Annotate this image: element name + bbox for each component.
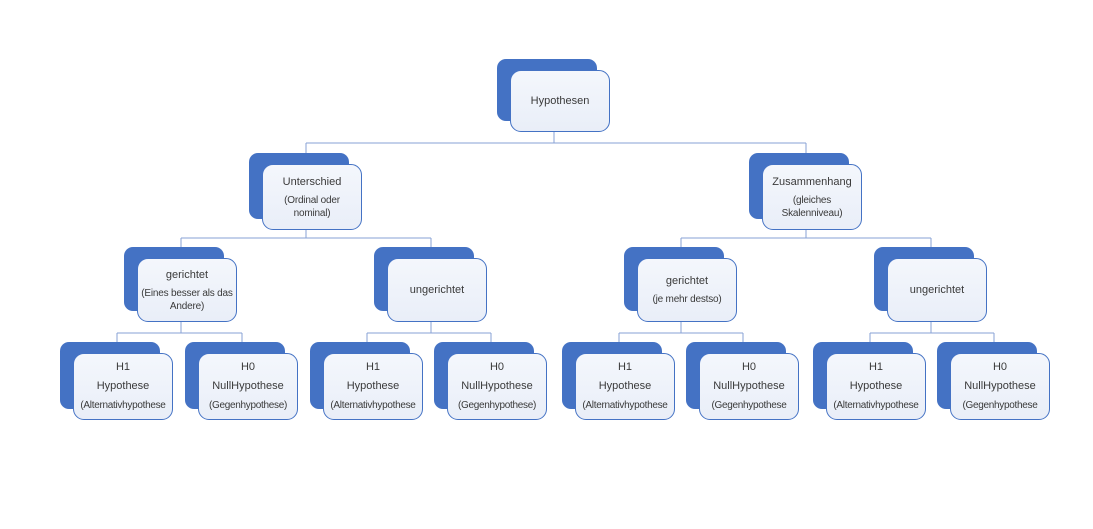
connector-unterschied [180,230,432,247]
node-title: ungerichtet [909,284,965,296]
node-line3: (Gegenhypothese [962,400,1038,411]
node-title: Hypothesen [530,95,590,107]
node-line3: (Alternativhypothese [833,400,919,411]
node-line2: Hypothese [598,380,652,392]
node-title: ungerichtet [409,284,465,296]
node-title: Zusammenhang [772,175,852,188]
node-line3: (Gegenhypothese) [208,400,288,411]
node-card: H1 Hypothese (Alternativhypothese [73,353,173,420]
node-line2: NullHypothese [964,380,1036,392]
node-line2: NullHypothese [212,380,284,392]
connector-root [305,132,807,153]
node-card: Hypothesen [510,70,610,132]
node-title: H1 [868,361,884,373]
node-line3: (Alternativhypothese [582,400,668,411]
node-card: ungerichtet [387,258,487,322]
node-line2: Hypothese [849,380,903,392]
node-title: Unterschied [282,175,342,188]
connector-gerichtet-zusammenhang [618,322,744,342]
node-line2: Hypothese [96,380,150,392]
node-card: H1 Hypothese (Alternativhypothese [323,353,423,420]
node-line3: (Gegenhypothese) [457,400,537,411]
node-card: H0 NullHypothese (Gegenhypothese) [198,353,298,420]
node-title: H0 [489,361,505,373]
node-line2: NullHypothese [713,380,785,392]
node-card: ungerichtet [887,258,987,322]
node-line3: (Gegenhypothese [711,400,787,411]
connector-ungerichtet-zusammenhang [869,322,995,342]
node-card: H0 NullHypothese (Gegenhypothese [699,353,799,420]
node-line2: NullHypothese [461,380,533,392]
node-card: H0 NullHypothese (Gegenhypothese) [447,353,547,420]
node-title: H1 [617,361,633,373]
node-title: H1 [365,361,381,373]
node-card: Zusammenhang (gleiches Skalenniveau) [762,164,862,230]
node-card: H1 Hypothese (Alternativhypothese [826,353,926,420]
connector-zusammenhang [680,230,932,247]
node-subtitle: (je mehr destso) [652,294,722,305]
node-line3: (Alternativhypothese [80,400,166,411]
connector-gerichtet-unterschied [116,322,243,342]
node-title: H0 [992,361,1008,373]
node-card: gerichtet (je mehr destso) [637,258,737,322]
node-card: gerichtet (Eines besser als das Andere) [137,258,237,322]
node-title: H0 [741,361,757,373]
node-subtitle: (gleiches Skalenniveau) [781,194,843,219]
node-card: H0 NullHypothese (Gegenhypothese [950,353,1050,420]
node-title: H0 [240,361,256,373]
node-line3: (Alternativhypothese [330,400,416,411]
node-line2: Hypothese [346,380,400,392]
node-title: gerichtet [665,275,709,287]
node-title: H1 [115,361,131,373]
node-title: gerichtet [165,268,209,281]
node-card: H1 Hypothese (Alternativhypothese [575,353,675,420]
node-subtitle: (Eines besser als das Andere) [141,287,233,312]
connector-ungerichtet-unterschied [366,322,492,342]
node-card: Unterschied (Ordinal oder nominal) [262,164,362,230]
node-subtitle: (Ordinal oder nominal) [284,194,340,219]
